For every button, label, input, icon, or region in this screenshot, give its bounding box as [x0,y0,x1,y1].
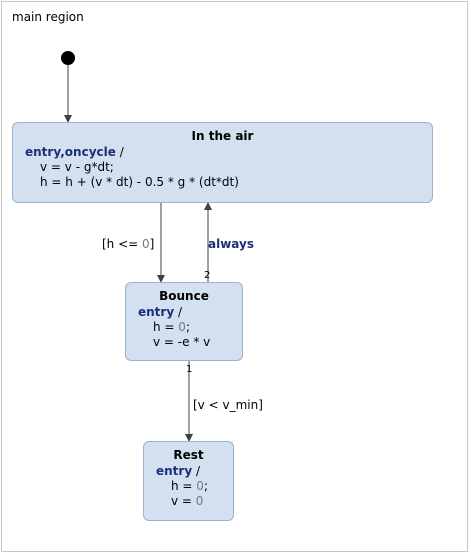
initial-state-dot[interactable] [61,51,75,65]
action-line-2: v = -e * v [153,335,211,349]
state-name: Rest [173,448,204,462]
action-line-1: v = v - g*dt; [40,160,114,174]
state-actions: entry,oncycle / v = v - g*dt; h = h + (v… [25,145,432,190]
entry-keyword: entry [138,305,175,319]
action-line-1: h = 0; [171,479,208,493]
trigger-slash: / [115,145,124,159]
priority-bounce-to-air: 2 [204,270,211,281]
state-bounce[interactable]: Bounce entry / h = 0; v = -e * v [125,282,243,361]
state-actions: entry / h = 0; v = 0 [156,464,233,509]
region-title: main region [12,10,84,24]
trigger-slash: / [174,305,183,319]
priority-bounce-to-rest: 1 [186,364,193,375]
entry-keyword: entry [156,464,193,478]
trigger-separator: , [60,145,65,159]
guard-bounce-to-rest: [v < v_min] [193,398,263,412]
label-always: always [208,237,254,251]
state-in-the-air[interactable]: In the air entry,oncycle / v = v - g*dt;… [12,122,433,203]
entry-keyword: entry [25,145,61,159]
guard-air-to-bounce: [h <= 0] [102,237,155,251]
state-rest[interactable]: Rest entry / h = 0; v = 0 [143,441,234,521]
action-line-2: h = h + (v * dt) - 0.5 * g * (dt*dt) [40,175,239,189]
state-name: Bounce [159,289,209,303]
state-name: In the air [191,129,254,143]
action-line-2: v = 0 [171,494,204,508]
trigger-slash: / [192,464,201,478]
action-line-1: h = 0; [153,320,190,334]
state-actions: entry / h = 0; v = -e * v [138,305,242,350]
oncycle-keyword: oncycle [64,145,116,159]
